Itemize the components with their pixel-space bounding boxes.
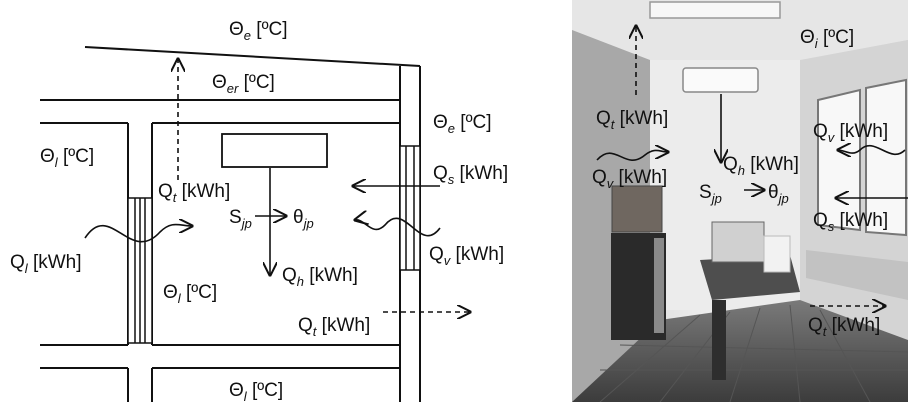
radiator	[806, 250, 908, 300]
label-qs: Qs [kWh]	[433, 163, 508, 187]
photo-label-qh: Qh [kWh]	[723, 154, 799, 178]
paper-box	[763, 235, 791, 273]
door-left	[127, 197, 153, 344]
window-right	[399, 145, 421, 271]
room-photo	[572, 0, 908, 402]
photo-label-qs: Qs [kWh]	[813, 210, 888, 234]
desk-leg	[712, 300, 726, 380]
photo-label-qt-up: Qt [kWh]	[596, 108, 668, 132]
window-frames	[817, 78, 907, 237]
label-qv: Qv [kWh]	[429, 244, 504, 268]
label-qt-up: Qt [kWh]	[158, 181, 230, 205]
label-sjp: Sjp	[229, 207, 252, 231]
desk-partition	[711, 221, 765, 263]
cabinet-side	[654, 238, 664, 333]
photo-label-qv-left: Qv [kWh]	[813, 121, 888, 145]
photo-arrow-qv-right	[596, 150, 668, 161]
photo-arrows	[596, 26, 908, 306]
arrow-qv-wavy	[355, 218, 441, 237]
photo-label-theta-i: Θi [ºC]	[800, 27, 854, 51]
label-theta-l-left: Θl [ºC]	[40, 146, 94, 170]
photo-arrow-qv-left	[838, 146, 906, 155]
photo-label-qt-down: Qt [kWh]	[808, 315, 880, 339]
label-theta-l-room: Θl [ºC]	[163, 282, 217, 306]
roof-line	[84, 46, 421, 67]
label-theta-l-bottom: Θl [ºC]	[229, 380, 283, 402]
label-theta-er: Θer [ºC]	[212, 72, 275, 96]
photo-air-conditioner	[682, 67, 759, 93]
photo-label-sjp: Sjp	[699, 182, 722, 206]
photo-label-qv-right: Qv [kWh]	[592, 167, 667, 191]
label-qt-right: Qt [kWh]	[298, 315, 370, 339]
arrow-ql-wavy	[84, 225, 192, 243]
ceiling-light	[649, 1, 781, 19]
stacked-boxes	[611, 185, 663, 233]
label-ql: Ql [kWh]	[10, 252, 82, 276]
label-qh: Qh [kWh]	[282, 265, 358, 289]
air-conditioner-unit	[221, 133, 328, 168]
label-tjp: θjp	[293, 207, 314, 231]
plan-arrows	[84, 59, 470, 312]
label-theta-e-right: Θe [ºC]	[433, 112, 492, 136]
photo-label-tjp: θjp	[768, 182, 789, 206]
label-theta-e-top: Θe [ºC]	[229, 19, 288, 43]
